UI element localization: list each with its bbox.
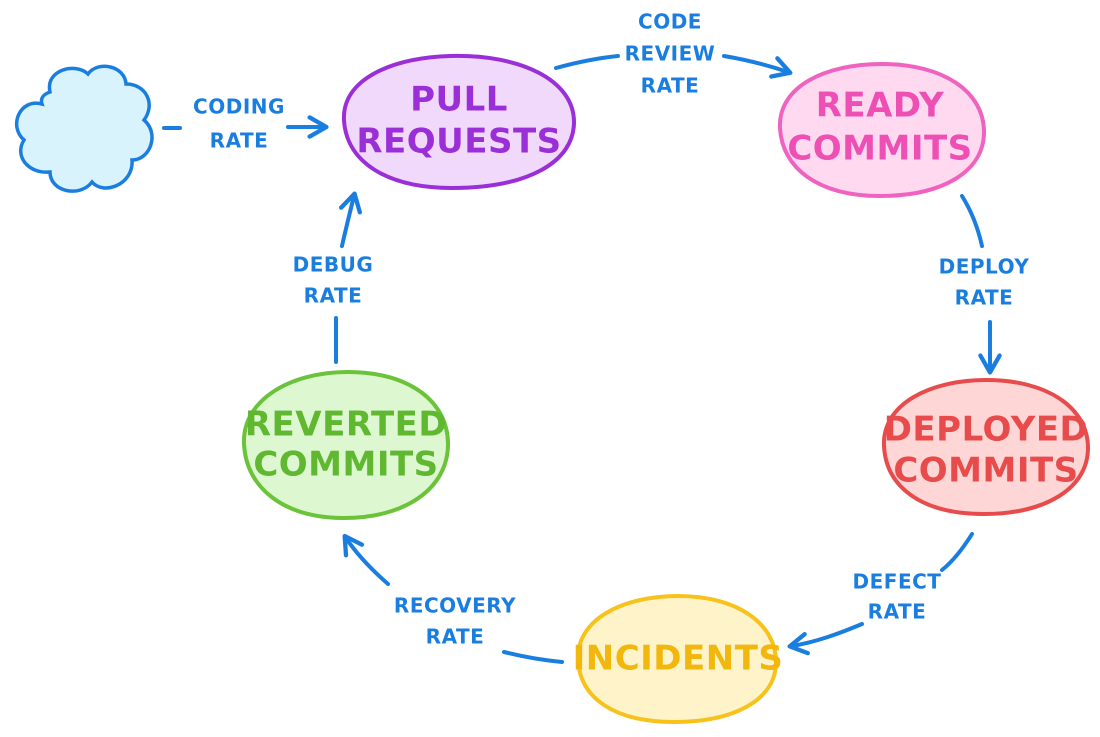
ready-commits-label-line2: COMMITS <box>787 129 972 169</box>
node-deployed-commits: DEPLOYED COMMITS <box>881 377 1091 517</box>
deploy-rate-line1: DEPLOY <box>939 255 1030 279</box>
source-cloud <box>14 64 154 193</box>
defect-rate-arrow <box>787 622 864 656</box>
node-pull-requests: PULL REQUESTS <box>341 53 577 191</box>
debug-rate-arrow <box>339 191 362 248</box>
cloud-shape <box>14 64 154 193</box>
deployed-commits-label-line2: COMMITS <box>893 451 1078 491</box>
incidents-ellipse <box>575 593 779 725</box>
deployed-commits-ellipse <box>881 377 1091 517</box>
code-review-arrow <box>722 54 793 79</box>
reverted-commits-ellipse <box>241 369 451 521</box>
recovery-rate-label: RECOVERY RATE <box>394 594 516 649</box>
incidents-label: INCIDENTS <box>573 639 784 679</box>
node-ready-commits: READY COMMITS <box>777 61 987 199</box>
pull-requests-label-line1: PULL <box>410 80 508 120</box>
defect-rate-line1: DEFECT <box>853 570 942 594</box>
node-incidents: INCIDENTS <box>573 593 784 725</box>
debug-rate-line2: RATE <box>304 284 363 308</box>
defect-rate-label: DEFECT RATE <box>853 570 942 624</box>
code-review-arrow-tail <box>554 54 620 70</box>
deploy-rate-arrow-tail <box>960 194 984 248</box>
coding-rate-label: CODING RATE <box>193 95 285 153</box>
code-review-rate-line2: REVIEW <box>625 42 716 66</box>
defect-rate-line2: RATE <box>868 600 927 624</box>
reverted-commits-label-line2: COMMITS <box>253 445 438 485</box>
defect-rate-arrow-tail <box>940 532 974 572</box>
code-review-rate-line3: RATE <box>641 74 700 98</box>
node-reverted-commits: REVERTED COMMITS <box>241 369 451 521</box>
recovery-rate-line1: RECOVERY <box>394 594 516 618</box>
reverted-commits-label-line1: REVERTED <box>245 405 447 445</box>
pull-requests-ellipse <box>341 53 577 191</box>
coding-rate-line1: CODING <box>193 95 285 119</box>
recovery-rate-line2: RATE <box>426 625 485 649</box>
deploy-rate-line2: RATE <box>955 286 1014 310</box>
pull-requests-label-line2: REQUESTS <box>356 122 561 162</box>
deploy-rate-label: DEPLOY RATE <box>939 255 1030 310</box>
recovery-rate-arrow <box>342 533 390 586</box>
deployed-commits-label-line1: DEPLOYED <box>884 410 1089 450</box>
debug-rate-label: DEBUG RATE <box>293 253 374 308</box>
code-review-rate-line1: CODE <box>638 10 702 34</box>
ready-commits-label-line1: READY <box>816 86 945 126</box>
debug-rate-line1: DEBUG <box>293 253 374 277</box>
recovery-rate-arrow-tail <box>502 650 564 664</box>
ready-commits-ellipse <box>777 61 987 199</box>
coding-rate-line2: RATE <box>210 129 269 153</box>
code-review-rate-label: CODE REVIEW RATE <box>625 10 716 98</box>
